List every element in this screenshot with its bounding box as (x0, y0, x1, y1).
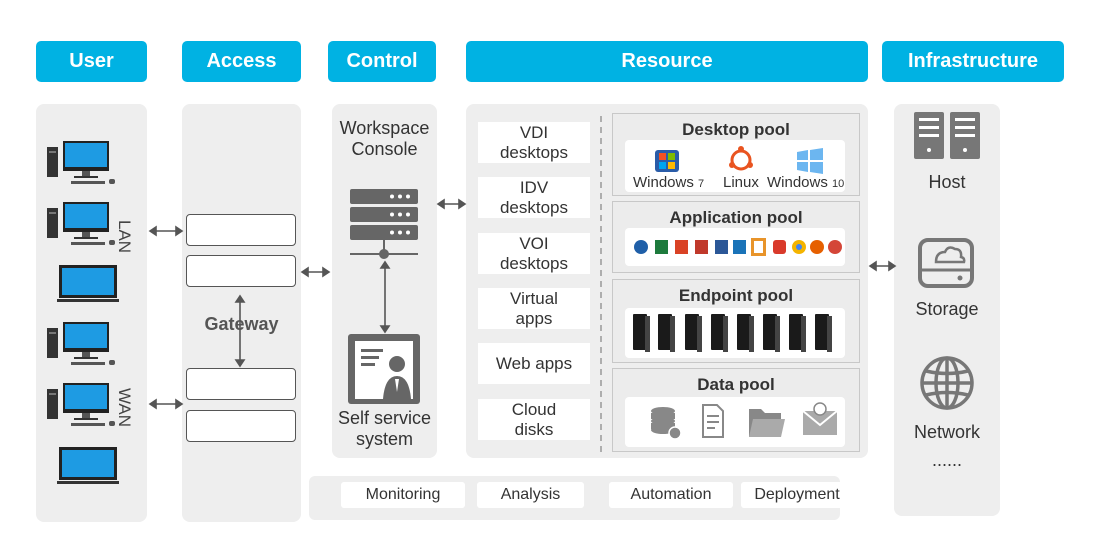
resource-item-cloud-disks: Cloud disks (478, 399, 590, 440)
host-label: Host (928, 172, 966, 192)
network-globe-icon (920, 356, 974, 410)
bottom-item-monitoring: Monitoring (341, 482, 465, 508)
os-label-windows7: Windows 7 (633, 174, 705, 191)
application-pool-app-list (625, 228, 845, 266)
resource-item-vdi: VDI desktops (478, 122, 590, 163)
endpoint-device-icons (633, 314, 832, 352)
desktop-pool: Desktop pool Windows 7 Linux Windows 10 (612, 113, 860, 196)
resource-item-voi: VOI desktops (478, 233, 590, 274)
self-service-icon (348, 334, 420, 404)
bottom-item-deployment: Deployment (741, 482, 853, 508)
header-access: Access (182, 41, 301, 82)
pc-icon (47, 141, 115, 184)
network-label: Network (913, 422, 980, 442)
data-pool-title: Data pool (697, 375, 775, 394)
self-service-label: Self service system (337, 408, 432, 449)
connector-arrows (148, 198, 897, 410)
ubuntu-logo-icon (729, 146, 753, 171)
resource-item-web-apps: Web apps (478, 343, 590, 384)
email-icon (802, 402, 838, 435)
access-panel (182, 104, 301, 522)
endpoint-pool: Endpoint pool (612, 279, 860, 363)
folder-icon (749, 409, 785, 437)
gateway-device (186, 255, 296, 287)
gateway-label: Gateway (204, 314, 279, 334)
database-icon (651, 407, 682, 440)
pc-icon (47, 383, 115, 426)
header-infrastructure: Infrastructure (882, 41, 1064, 82)
laptop-icon (57, 447, 119, 484)
windows7-logo-icon (655, 150, 679, 172)
data-pool-item-list (625, 397, 845, 447)
storage-label: Storage (915, 299, 979, 319)
app-icons (634, 238, 842, 256)
pc-icon (47, 322, 115, 365)
storage-icon (918, 238, 974, 288)
host-server-icon (914, 112, 980, 159)
lan-label: LAN (115, 220, 134, 254)
document-icon (702, 404, 724, 438)
gateway-device (186, 214, 296, 246)
resource-item-virtual-apps: Virtual apps (478, 288, 590, 329)
more-label: ...... (931, 450, 962, 470)
desktop-pool-title: Desktop pool (682, 120, 790, 139)
data-pool: Data pool (612, 368, 860, 452)
bottom-item-analysis: Analysis (477, 482, 584, 508)
windows10-logo-icon (797, 148, 823, 174)
endpoint-pool-device-list (625, 308, 845, 358)
resource-item-idv: IDV desktops (478, 177, 590, 218)
server-icon (350, 189, 418, 259)
application-pool: Application pool (612, 201, 860, 273)
workspace-console-label: Workspace Console (339, 118, 430, 159)
infrastructure-panel (894, 104, 1000, 516)
gateway-device (186, 368, 296, 400)
desktop-pool-os-list: Windows 7 Linux Windows 10 (625, 140, 845, 192)
bottom-item-automation: Automation (609, 482, 733, 508)
os-label-linux: Linux (723, 174, 759, 191)
os-label-windows10: Windows 10 (767, 174, 845, 191)
pc-icon (47, 202, 115, 245)
laptop-icon (57, 265, 119, 302)
endpoint-pool-title: Endpoint pool (678, 286, 794, 305)
header-resource: Resource (466, 41, 868, 82)
wan-label: WAN (115, 388, 134, 428)
header-control: Control (328, 41, 436, 82)
gateway-device (186, 410, 296, 442)
header-user: User (36, 41, 147, 82)
application-pool-title: Application pool (669, 208, 803, 227)
